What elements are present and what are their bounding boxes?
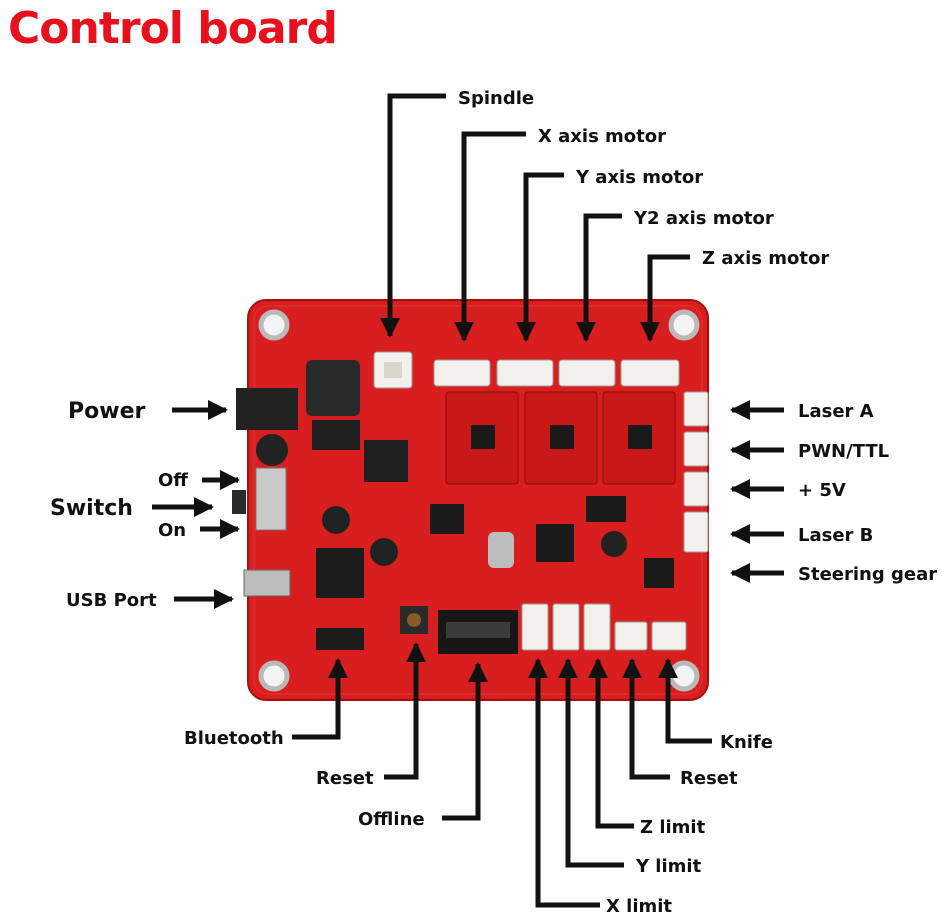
label-power: Power [68, 399, 145, 424]
arrow-bluetooth [292, 658, 348, 740]
label-z-limit: Z limit [640, 817, 706, 838]
center-components [430, 496, 627, 654]
arrow-reset-right [622, 658, 670, 780]
label-switch: Switch [50, 496, 133, 521]
left-labels: Power Off Switch On USB Port [50, 399, 188, 611]
arrow-spindle [380, 93, 446, 338]
label-bluetooth: Bluetooth [184, 728, 284, 749]
label-x-axis-motor: X axis motor [538, 126, 666, 147]
page-title: Control board [8, 3, 338, 54]
arrow-x-motor [454, 131, 526, 342]
arrow-y-motor [516, 172, 564, 342]
stepper-drivers [445, 391, 676, 485]
right-connectors [644, 391, 709, 588]
bottom-connectors [521, 603, 687, 651]
label-y2-axis-motor: Y2 axis motor [633, 208, 774, 229]
arrow-offline [442, 662, 488, 821]
callout-arrows [152, 93, 784, 908]
top-labels: Spindle X axis motor Y axis motor Y2 axi… [458, 88, 829, 269]
arrow-reset-left [384, 642, 426, 780]
label-usb-port: USB Port [66, 590, 157, 611]
label-y-axis-motor: Y axis motor [575, 167, 703, 188]
label-reset-left: Reset [316, 768, 374, 789]
label-off: Off [158, 470, 188, 491]
label-z-axis-motor: Z axis motor [702, 248, 829, 269]
right-labels: Laser A PWN/TTL + 5V Laser B Steering ge… [798, 401, 937, 585]
label-y-limit: Y limit [635, 856, 702, 877]
arrow-z-motor [640, 254, 690, 342]
label-steering-gear: Steering gear [798, 564, 937, 585]
arrow-z-limit [588, 658, 634, 829]
arrow-x-limit [528, 658, 600, 908]
arrow-y2-motor [576, 213, 622, 342]
top-connectors [373, 351, 680, 389]
label-spindle: Spindle [458, 88, 534, 109]
label-on: On [158, 520, 186, 541]
label-offline: Offline [358, 809, 425, 830]
arrow-y-limit [558, 658, 624, 868]
label-reset-right: Reset [680, 768, 738, 789]
bottom-labels: Bluetooth Reset Offline X limit Y limit … [184, 728, 773, 917]
label-plus-5v: + 5V [798, 480, 846, 501]
arrow-knife [658, 658, 712, 744]
left-components [232, 360, 428, 650]
label-pwn-ttl: PWN/TTL [798, 441, 889, 462]
label-laser-b: Laser B [798, 525, 873, 546]
label-x-limit: X limit [606, 896, 672, 917]
label-knife: Knife [720, 732, 773, 753]
label-laser-a: Laser A [798, 401, 874, 422]
